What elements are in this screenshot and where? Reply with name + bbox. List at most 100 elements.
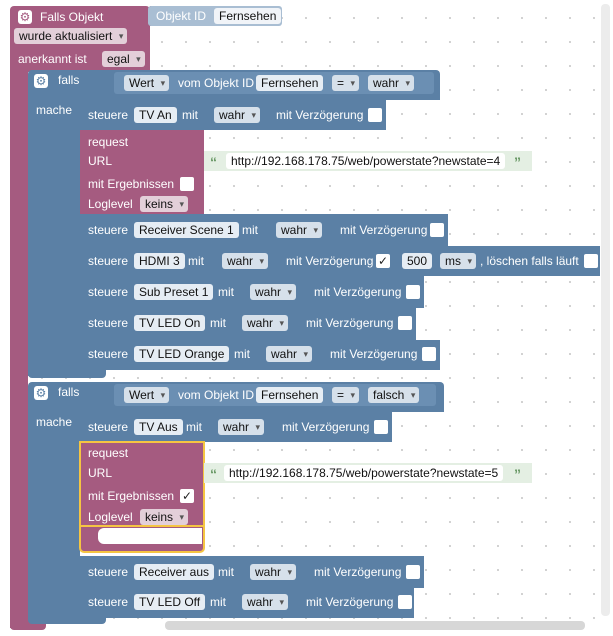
value-dropdown[interactable]: falsch	[368, 387, 420, 403]
delay-checkbox[interactable]	[406, 285, 420, 299]
quote-open-icon: “	[210, 466, 217, 482]
control-label: steuere	[88, 285, 129, 299]
clear-running-label: , löschen falls läuft	[480, 254, 579, 268]
request-block-1[interactable]: request URL mit Ergebnissen Loglevel kei…	[80, 130, 204, 214]
trigger-dropdown[interactable]: wurde aktualisiert	[14, 28, 128, 44]
request-block-2-bottom	[79, 525, 205, 553]
value-dropdown[interactable]: wahr	[368, 75, 415, 91]
object-field[interactable]: Fernsehen	[256, 387, 324, 403]
control-block[interactable]: steuere TV LED Orange mit wahr mit Verzö…	[80, 340, 440, 370]
control-label: steuere	[88, 254, 129, 268]
device-field[interactable]: Receiver Scene 1	[134, 222, 239, 238]
loglevel-dropdown[interactable]: keins	[140, 509, 189, 525]
url-string-block[interactable]: “ http://192.168.178.75/web/powerstate?n…	[204, 463, 532, 483]
control-block[interactable]: steuere HDMI 3 mit wahr mit Verzögerung …	[80, 246, 600, 276]
results-checkbox[interactable]	[180, 177, 194, 191]
device-field[interactable]: Receiver aus	[134, 564, 215, 580]
if-block-1[interactable]: ⚙ falls Wert vom Objekt ID Fernsehen = w…	[28, 70, 440, 100]
check-icon[interactable]: ✓	[180, 489, 194, 503]
event-block[interactable]: ⚙ Falls Objekt wurde aktualisiert anerka…	[10, 6, 150, 72]
condition-block-2[interactable]: Wert vom Objekt ID Fernsehen = falsch	[114, 384, 436, 406]
value-dropdown[interactable]: wahr	[250, 564, 297, 580]
ack-dropdown[interactable]: egal	[102, 51, 145, 67]
delay-checkbox[interactable]	[422, 347, 436, 361]
of-object-label: vom Objekt ID	[178, 76, 255, 90]
delay-label: mit Verzögerung	[340, 223, 428, 237]
delay-checkbox[interactable]	[374, 420, 388, 434]
device-field[interactable]: TV LED On	[134, 315, 206, 331]
url-field[interactable]: http://192.168.178.75/web/powerstate?new…	[226, 153, 506, 169]
device-field[interactable]: TV Aus	[134, 419, 183, 435]
check-icon[interactable]: ✓	[376, 254, 390, 268]
condition-block-1[interactable]: Wert vom Objekt ID Fernsehen = wahr	[114, 72, 434, 94]
of-object-label: vom Objekt ID	[178, 388, 255, 402]
delay-label: mit Verzögerung	[314, 565, 402, 579]
if2-side: mache	[28, 412, 80, 620]
control-label: steuere	[88, 316, 129, 330]
operator-dropdown[interactable]: =	[332, 387, 360, 403]
gear-icon[interactable]: ⚙	[34, 74, 48, 88]
control-block[interactable]: steuere TV An mit wahr mit Verzögerung	[80, 100, 386, 130]
mit-label: mit	[242, 223, 258, 237]
object-id-label: Objekt ID	[156, 9, 207, 23]
results-label: mit Ergebnissen	[88, 177, 175, 191]
horizontal-scrollbar[interactable]	[165, 621, 585, 630]
device-field[interactable]: TV LED Orange	[134, 346, 230, 362]
mit-label: mit	[188, 254, 204, 268]
if-block-2[interactable]: ⚙ falls Wert vom Objekt ID Fernsehen = f…	[28, 382, 444, 412]
control-block[interactable]: steuere TV LED Off mit wahr mit Verzöger…	[80, 588, 414, 618]
value-dropdown[interactable]: wahr	[250, 284, 297, 300]
url-field[interactable]: http://192.168.178.75/web/powerstate?new…	[224, 465, 504, 481]
device-field[interactable]: HDMI 3	[134, 253, 185, 269]
control-block[interactable]: steuere TV LED On mit wahr mit Verzögeru…	[80, 308, 416, 340]
delay-unit-dropdown[interactable]: ms	[440, 253, 476, 269]
url-string-block[interactable]: “ http://192.168.178.75/web/powerstate?n…	[204, 151, 532, 171]
device-field[interactable]: TV LED Off	[134, 594, 206, 610]
delay-checkbox[interactable]	[406, 565, 420, 579]
delay-ms-field[interactable]: 500	[402, 253, 433, 269]
if2-footer	[28, 618, 106, 624]
delay-checkbox[interactable]	[398, 595, 412, 609]
url-label: URL	[88, 154, 113, 168]
value-dropdown[interactable]: wahr	[222, 253, 269, 269]
object-field[interactable]: Fernsehen	[256, 75, 324, 91]
falls-label: falls	[58, 73, 80, 87]
control-label: steuere	[88, 565, 129, 579]
control-block[interactable]: steuere Receiver aus mit wahr mit Verzög…	[80, 556, 424, 588]
object-id-block[interactable]: Objekt ID Fernsehen	[148, 6, 282, 26]
delay-label: mit Verzögerung	[306, 595, 394, 609]
falls-label: falls	[58, 385, 80, 399]
gear-icon[interactable]: ⚙	[34, 386, 48, 400]
delay-label: mit Verzögerung	[306, 316, 394, 330]
control-block[interactable]: steuere Receiver Scene 1 mit wahr mit Ve…	[80, 214, 448, 246]
loglevel-dropdown[interactable]: keins	[140, 196, 189, 212]
mit-label: mit	[218, 285, 234, 299]
if1-footer	[28, 370, 106, 378]
clear-running-checkbox[interactable]	[584, 254, 598, 268]
device-field[interactable]: TV An	[134, 107, 177, 123]
control-block[interactable]: steuere Sub Preset 1 mit wahr mit Verzög…	[80, 276, 424, 308]
value-dropdown[interactable]: wahr	[218, 419, 265, 435]
request-block-2[interactable]: request URL mit Ergebnissen ✓ Loglevel k…	[79, 441, 205, 529]
gear-icon[interactable]: ⚙	[18, 10, 32, 24]
value-dropdown[interactable]: wahr	[266, 346, 313, 362]
control-block[interactable]: steuere TV Aus mit wahr mit Verzögerung	[80, 412, 392, 442]
value-dropdown[interactable]: wahr	[242, 315, 289, 331]
quote-close-icon: ”	[514, 466, 521, 482]
device-field[interactable]: Sub Preset 1	[134, 284, 214, 300]
attr-dropdown[interactable]: Wert	[124, 75, 170, 91]
event-body-spine	[10, 72, 28, 628]
object-id-field[interactable]: Fernsehen	[214, 8, 282, 24]
value-dropdown[interactable]: wahr	[214, 107, 261, 123]
delay-checkbox[interactable]	[398, 316, 412, 330]
vertical-scrollbar[interactable]	[601, 4, 610, 616]
delay-checkbox[interactable]	[368, 108, 382, 122]
attr-dropdown[interactable]: Wert	[124, 387, 170, 403]
value-dropdown[interactable]: wahr	[242, 594, 289, 610]
delay-checkbox[interactable]	[430, 223, 444, 237]
operator-dropdown[interactable]: =	[332, 75, 360, 91]
empty-statement-slot[interactable]	[98, 528, 202, 544]
quote-open-icon: “	[210, 154, 217, 170]
value-dropdown[interactable]: wahr	[276, 222, 323, 238]
request-title: request	[88, 135, 129, 149]
